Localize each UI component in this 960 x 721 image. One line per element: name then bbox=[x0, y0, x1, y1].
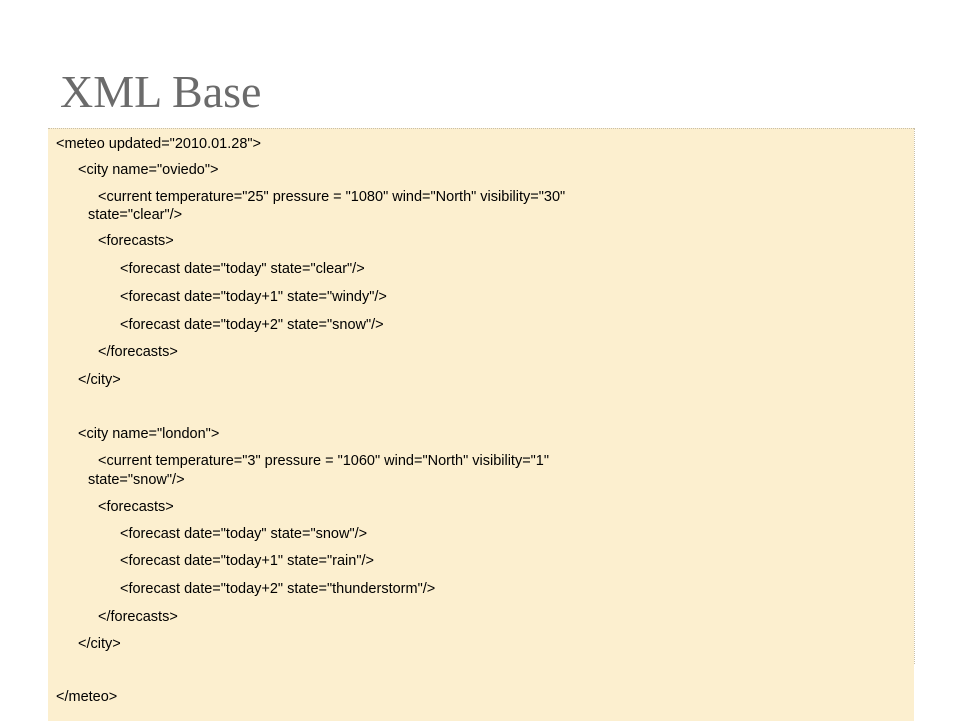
code-line: <current temperature="3" pressure = "106… bbox=[98, 453, 550, 469]
code-line: <forecast date="today" state="snow"/> bbox=[120, 526, 368, 542]
code-line: <current temperature="25" pressure = "10… bbox=[98, 189, 566, 205]
code-line: <forecast date="today+1" state="rain"/> bbox=[120, 553, 374, 569]
code-line: <city name="london"> bbox=[78, 426, 220, 442]
code-line: <forecast date="today+2" state="thunders… bbox=[120, 581, 436, 597]
code-line: </forecasts> bbox=[98, 344, 178, 360]
divider bbox=[914, 128, 915, 664]
code-line: <meteo updated="2010.01.28"> bbox=[56, 136, 262, 152]
code-line: state="clear"/> bbox=[88, 207, 183, 223]
code-line: </city> bbox=[78, 372, 121, 388]
code-line: <forecast date="today+2" state="snow"/> bbox=[120, 317, 384, 333]
slide-title: XML Base bbox=[60, 66, 262, 117]
code-line: </meteo> bbox=[56, 689, 118, 705]
code-block bbox=[48, 128, 914, 721]
code-line: <city name="oviedo"> bbox=[78, 162, 219, 178]
code-line: <forecasts> bbox=[98, 499, 174, 515]
code-line: <forecasts> bbox=[98, 233, 174, 249]
code-line: state="snow"/> bbox=[88, 472, 185, 488]
code-line: </forecasts> bbox=[98, 609, 178, 625]
code-line: <forecast date="today" state="clear"/> bbox=[120, 261, 365, 277]
code-line: <forecast date="today+1" state="windy"/> bbox=[120, 289, 387, 305]
code-line: </city> bbox=[78, 636, 121, 652]
